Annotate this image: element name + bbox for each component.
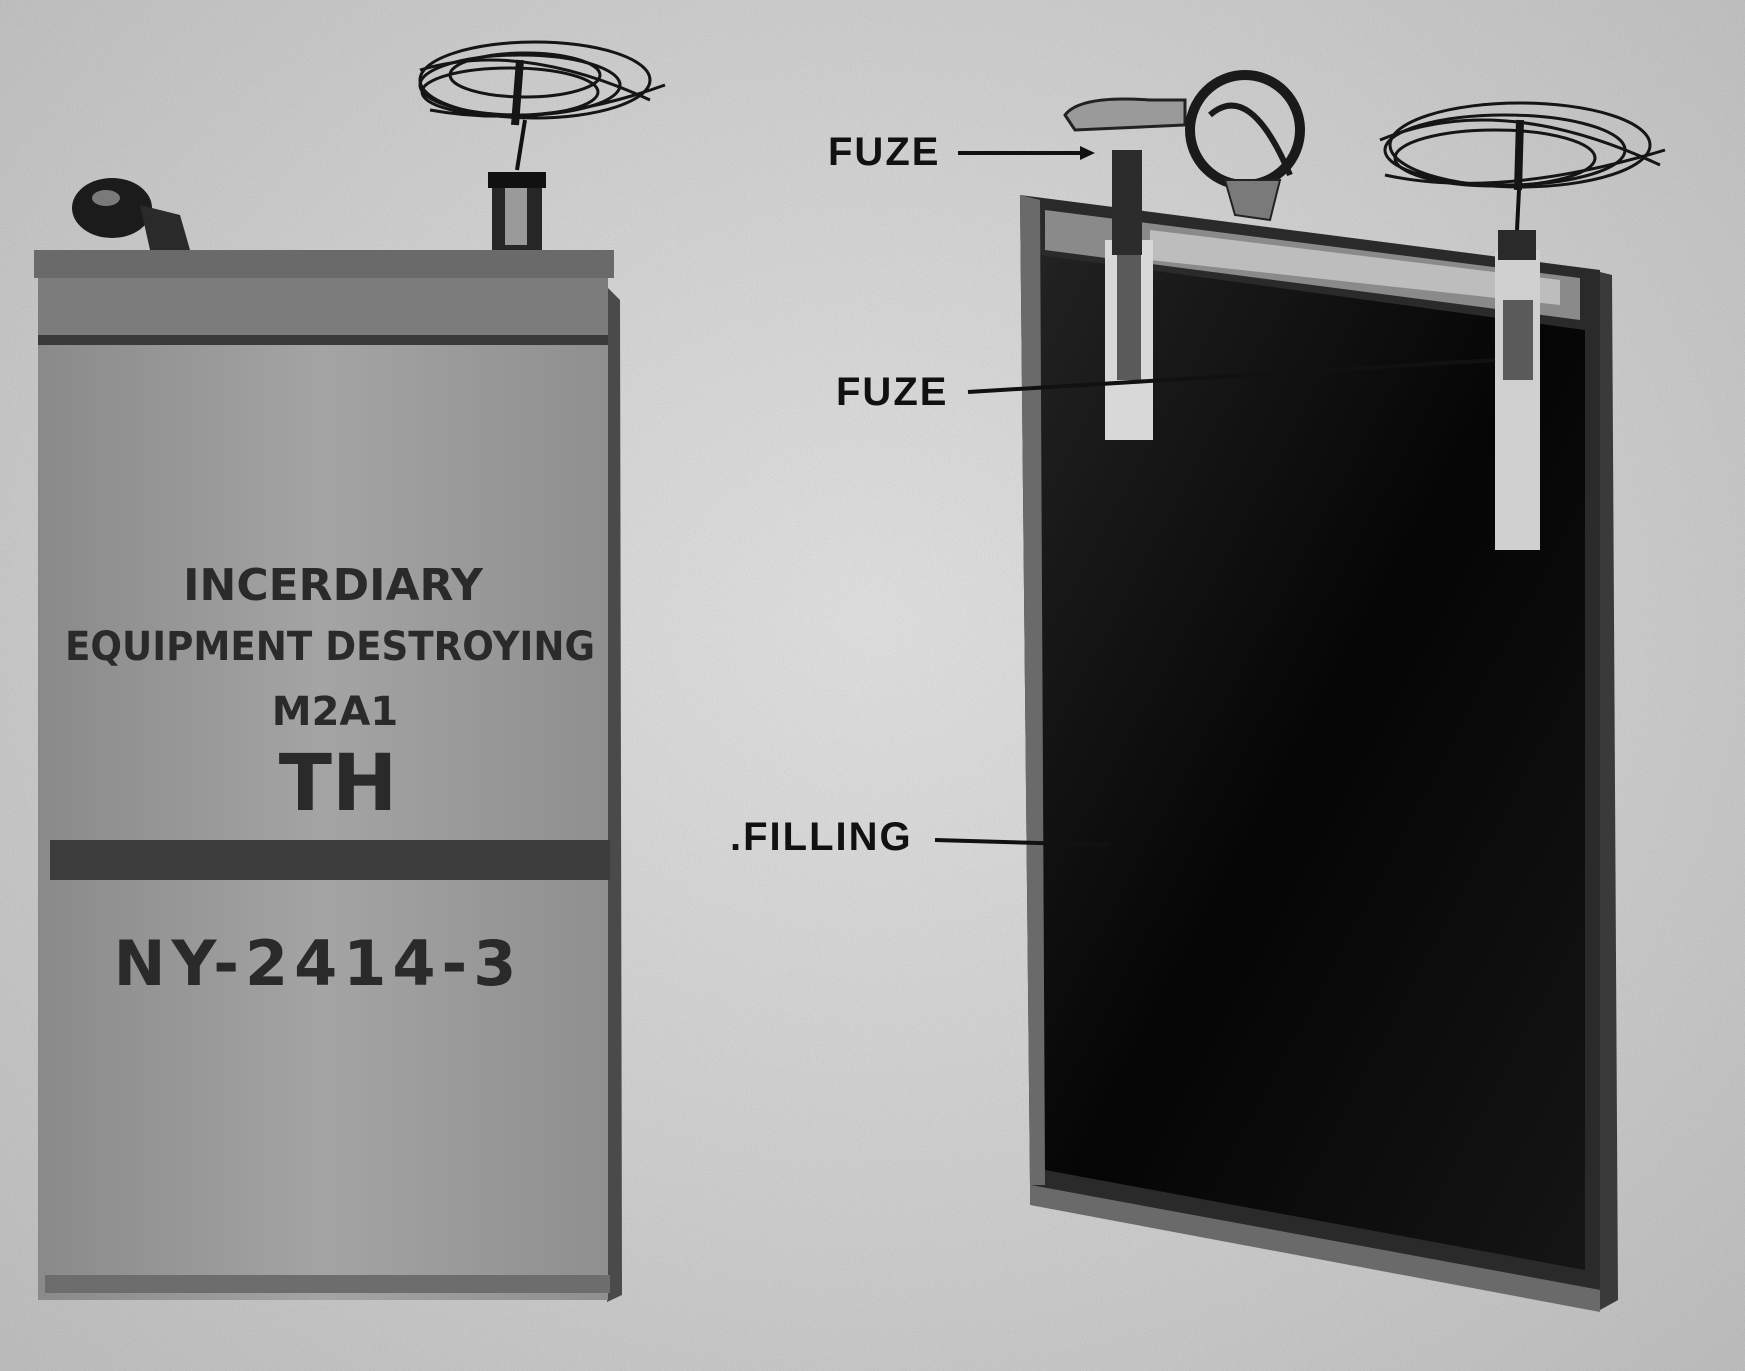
grenade-top-lip [34,250,614,278]
stencil-line-4: TH [279,739,398,829]
grenade-bottom-edge [45,1275,610,1293]
grenade-top-band [38,278,608,340]
filling-region [1040,255,1585,1270]
fuze-well-left [1063,97,1187,440]
top-cavity-inner [1150,230,1560,305]
callout-filling-leader [934,838,1111,847]
grenade-case [38,255,608,1300]
grenade-top-band-edge [38,335,608,345]
cutaway-bottom-edge [1030,1185,1600,1312]
stencil-line-3: M2A1 [272,689,398,735]
grenade-cutaway [1020,70,1666,1312]
callout-fuze-middle: FUZE [836,358,1496,414]
callout-fuze-middle-leader [967,358,1496,394]
stencil-line-2: EQUIPMENT DESTROYING [65,624,595,670]
pull-ring [1185,70,1305,222]
callout-fuze-top: FUZE [828,130,1095,174]
lot-number: NY-2414-3 [114,927,523,1000]
callout-fuze-top-label: FUZE [828,130,940,174]
grenade-exterior: INCERDIARY EQUIPMENT DESTROYING M2A1 TH … [34,40,666,1302]
grenade-side-edge [605,285,622,1302]
callout-filling-label: .FILLING [730,815,913,859]
stencil-line-1: INCERDIARY [183,560,484,611]
connector-post [488,119,546,250]
cutaway-left-rim [1020,195,1045,1185]
igniter-knob [72,178,190,250]
fuze-well-right [1495,169,1540,550]
callout-filling: .FILLING [730,815,1111,859]
coiled-wire [418,40,666,126]
callout-fuze-middle-label: FUZE [836,370,948,414]
coiled-wire-right [1379,101,1666,191]
grenade-middle-band [50,840,610,880]
